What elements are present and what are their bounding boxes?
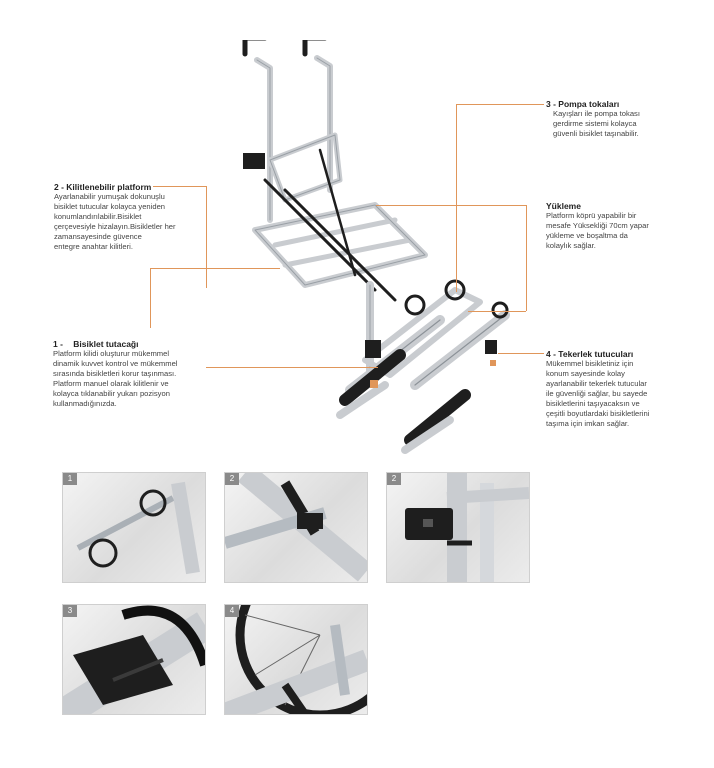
leader-line-platform-h [153,186,207,187]
callout-platform-title: 2 - Kilitlenebilir platform [54,182,219,192]
leader-line-wheel [498,353,544,354]
thumbnail-bike-holder: 1 [62,472,206,583]
bike-carrier-illustration [242,40,510,454]
callout-loading-body: Platform köprü yapabilir bir mesafe Yüks… [546,211,649,250]
callout-platform: 2 - Kilitlenebilir platform Ayarlanabili… [54,182,219,252]
thumbnail-number: 3 [63,605,77,617]
pump-buckle-strap-photo-icon [63,605,205,714]
callout-holder-number: 1 - [53,339,63,349]
callout-wheel-heading: Tekerlek tutucuları [558,349,634,359]
leader-line-loading-h [376,205,526,206]
leader-line-holder [150,268,280,269]
callout-loading: Yükleme Platform köprü yapabilir bir mes… [546,201,711,251]
leader-line-holder-diag [150,268,151,328]
callout-pump-heading: Pompa tokaları [558,99,620,109]
thumbnail-lock-block: 2 [386,472,530,583]
leader-line-loading-v [526,205,527,311]
thumbnail-number: 4 [225,605,239,617]
callout-platform-number: 2 - [54,182,64,192]
callout-loading-heading: Yükleme [546,201,581,211]
leader-line-pump [456,104,544,105]
thumbnail-wheel-holder: 4 [224,604,368,715]
callout-wheel: 4 - Tekerlek tutucuları Mükemmel bisikle… [546,349,711,429]
lock-block-photo-icon [405,473,529,582]
thumbnail-frame-clamp: 2 [224,472,368,583]
callout-wheel-number: 4 - [546,349,556,359]
callout-platform-body: Ayarlanabilir yumuşak dokunuşlu bisiklet… [54,192,176,251]
callout-holder-body: Platform kilidi oluşturur mükemmel dinam… [53,349,178,408]
thumbnail-number: 1 [63,473,77,485]
thumbnail-pump-buckle: 3 [62,604,206,715]
callout-holder: 1 - Bisiklet tutacağı Platform kilidi ol… [53,339,203,409]
callout-holder-title: 1 - Bisiklet tutacağı [53,339,203,349]
leader-line-pump-drop [456,104,457,292]
callout-pump-number: 3 - [546,99,556,109]
callout-holder-heading: Bisiklet tutacağı [73,339,139,349]
wheel-holder-photo-icon [225,605,367,714]
leader-line-holder-low [206,367,378,368]
leader-line-platform [206,186,207,288]
callout-pump-body: Kayışları ile pompa tokası gerdirme sist… [553,109,640,138]
frame-clamp-photo-icon [225,473,367,582]
thumbnail-number: 2 [387,473,401,485]
callout-platform-heading: Kilitlenebilir platform [66,182,152,192]
callout-pump: 3 - Pompa tokaları Kayışları ile pompa t… [546,99,706,139]
leader-line-loading-end [468,311,526,312]
bike-holder-arm-photo-icon [76,481,200,575]
thumbnail-number: 2 [225,473,239,485]
callout-pump-title: 3 - Pompa tokaları [546,99,706,109]
callout-wheel-body: Mükemmel bisikletiniz için konum sayesin… [546,359,650,428]
callout-wheel-title: 4 - Tekerlek tutucuları [546,349,711,359]
